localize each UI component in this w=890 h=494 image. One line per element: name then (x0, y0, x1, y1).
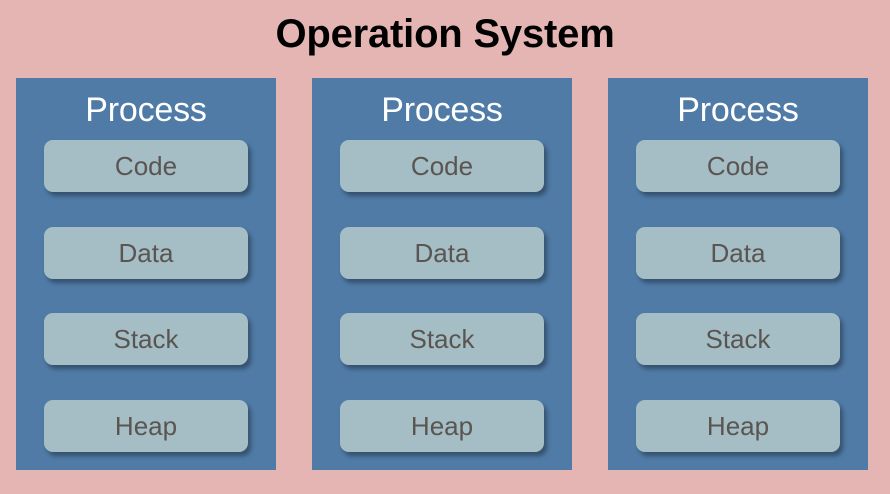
segment-heap-2: Heap (340, 399, 544, 452)
page-title: Operation System (275, 12, 615, 56)
process-box-2: Process Code Data Stack Heap (312, 78, 572, 470)
segment-heap-3: Heap (636, 399, 840, 452)
segment-stack-3: Stack (636, 313, 840, 366)
segment-data-2: Data (340, 226, 544, 279)
segment-data-3: Data (636, 226, 840, 279)
process-list: Process Code Data Stack Heap Process Cod… (16, 78, 868, 470)
process-title-1: Process (85, 91, 207, 129)
segment-list-3: Code Data Stack Heap (636, 140, 840, 456)
process-box-1: Process Code Data Stack Heap (16, 78, 276, 470)
segment-stack-1: Stack (44, 313, 248, 366)
segment-list-1: Code Data Stack Heap (44, 140, 248, 456)
segment-code-2: Code (340, 140, 544, 192)
segment-data-1: Data (44, 226, 248, 279)
segment-stack-2: Stack (340, 313, 544, 366)
process-title-3: Process (677, 91, 799, 129)
segment-list-2: Code Data Stack Heap (340, 140, 544, 456)
segment-code-3: Code (636, 140, 840, 192)
process-box-3: Process Code Data Stack Heap (608, 78, 868, 470)
segment-heap-1: Heap (44, 399, 248, 452)
segment-code-1: Code (44, 140, 248, 192)
process-title-2: Process (381, 91, 503, 129)
